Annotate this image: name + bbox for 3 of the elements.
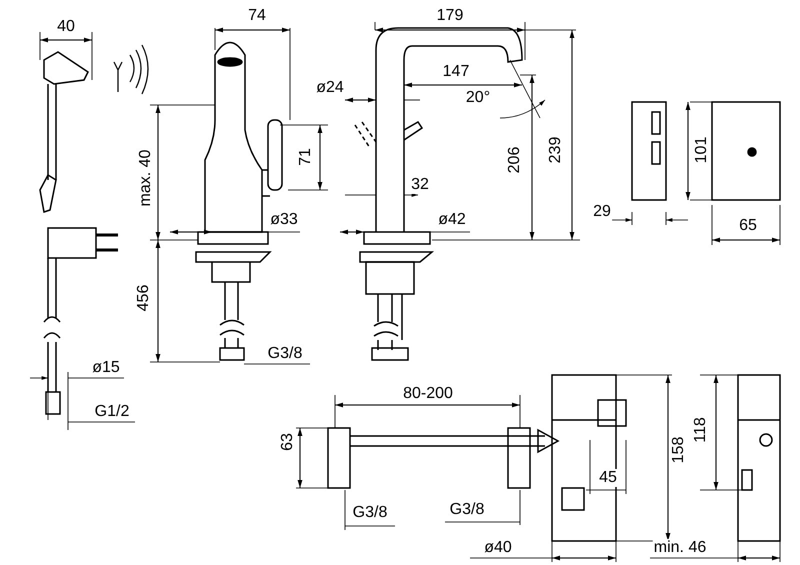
dimension-label: 32 [410, 176, 430, 194]
dimension-label: 29 [592, 203, 612, 221]
dimension-label: 45 [598, 469, 618, 487]
